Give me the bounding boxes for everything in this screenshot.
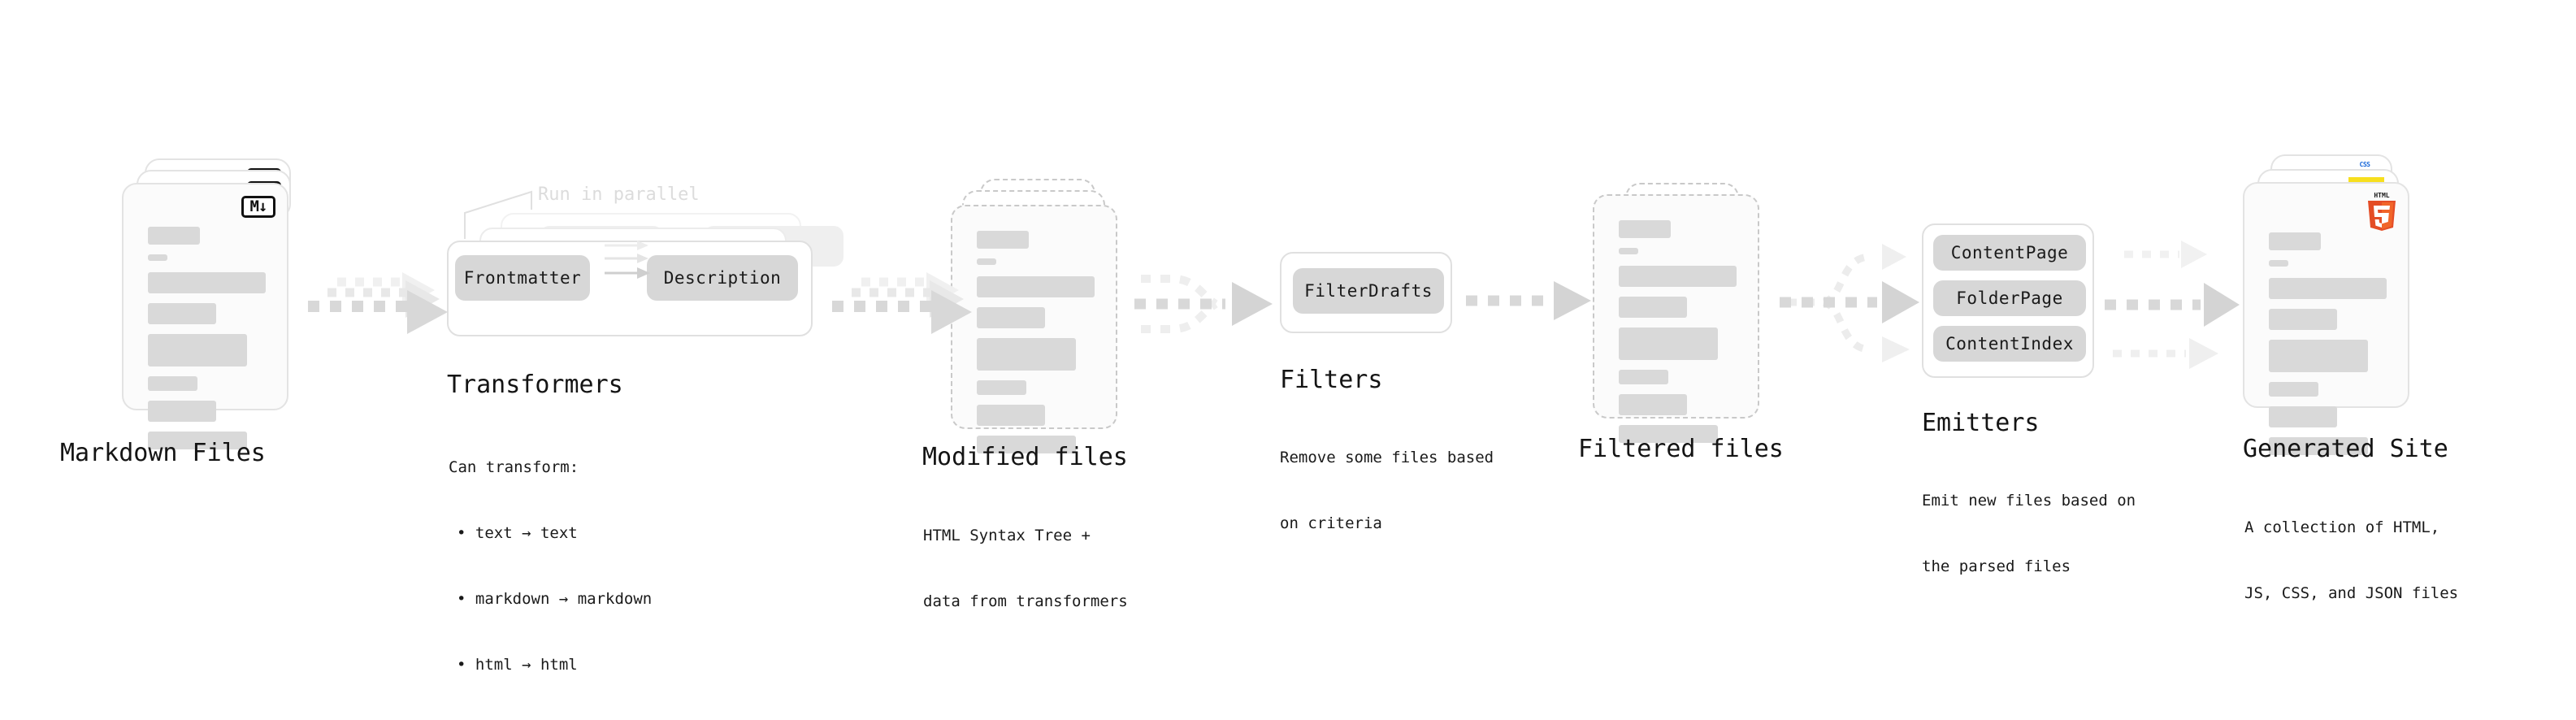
markdown-card-stack: M↓ M↓ M↓	[122, 158, 309, 449]
stage-subtitle-emitters: Emit new files based on the parsed files	[1922, 491, 2136, 575]
modified-skeleton	[977, 231, 1095, 463]
stage-title-filtered-files: Filtered files	[1578, 435, 1784, 463]
chip-contentpage[interactable]: ContentPage	[1933, 235, 2086, 271]
stage-generated-site: CSS HTML	[2243, 154, 2458, 602]
stage-title-transformers: Transformers	[447, 371, 623, 399]
chip-contentindex[interactable]: ContentIndex	[1933, 326, 2086, 362]
emitters-box: ContentPage FolderPage ContentIndex	[1922, 223, 2094, 378]
site-card-front: HTML	[2243, 182, 2409, 455]
modified-card-front	[951, 205, 1117, 453]
stage-modified-files: Modified files HTML Syntax Tree + data f…	[922, 179, 1130, 610]
stage-subtitle-modified-files: HTML Syntax Tree + data from transformer…	[923, 526, 1128, 610]
transformer-inner-arrows	[605, 241, 650, 279]
html5-badge: HTML	[2368, 192, 2396, 231]
run-in-parallel-hint: Run in parallel	[538, 184, 700, 205]
connector-markdown-to-transformers	[308, 272, 448, 334]
site-skeleton	[2269, 232, 2387, 465]
connector-transformers-to-modified	[832, 272, 972, 334]
stage-subtitle-transformers: Can transform: • text → text • markdown …	[449, 458, 653, 674]
stage-title-modified-files: Modified files	[922, 443, 1128, 471]
chip-filterdrafts[interactable]: FilterDrafts	[1293, 268, 1444, 314]
stage-subtitle-generated-site: A collection of HTML, JS, CSS, and JSON …	[2244, 518, 2459, 602]
modified-card-stack	[951, 179, 1130, 453]
connector-modified-to-filters	[1134, 275, 1273, 333]
stage-markdown-files: M↓ M↓ M↓ Markdown Files	[60, 158, 309, 467]
stage-title-generated-site: Generated Site	[2243, 435, 2448, 463]
filtered-card-front	[1593, 194, 1759, 443]
filters-box: FilterDrafts	[1280, 252, 1452, 333]
stage-title-emitters: Emitters	[1922, 409, 2040, 437]
svg-text:HTML: HTML	[2374, 192, 2389, 199]
filtered-card-stack	[1593, 183, 1772, 443]
markdown-skeleton	[148, 227, 266, 459]
connector-emitters-to-site	[2105, 241, 2240, 369]
chip-folderpage[interactable]: FolderPage	[1933, 280, 2086, 316]
chip-frontmatter[interactable]: Frontmatter	[455, 255, 590, 301]
transformer-box-front: Frontmatter Description	[447, 241, 813, 336]
chip-description[interactable]: Description	[647, 255, 798, 301]
diagram-canvas: M↓ M↓ M↓ Markdown Files	[60, 154, 2458, 674]
run-in-parallel-bracket	[464, 190, 532, 239]
stage-subtitle-filters: Remove some files based on criteria	[1280, 448, 1494, 532]
connector-filters-to-filtered	[1466, 281, 1591, 320]
connector-filtered-to-emitters	[1780, 244, 1919, 362]
stage-title-filters: Filters	[1280, 366, 1383, 394]
site-card-stack: CSS HTML	[2243, 154, 2438, 455]
stage-filtered-files: Filtered files	[1578, 183, 1784, 463]
markdown-card-front: M↓	[122, 183, 288, 449]
filtered-skeleton	[1619, 220, 1737, 453]
stage-title-markdown-files: Markdown Files	[60, 439, 266, 467]
markdown-badge-icon: M↓	[241, 196, 275, 218]
